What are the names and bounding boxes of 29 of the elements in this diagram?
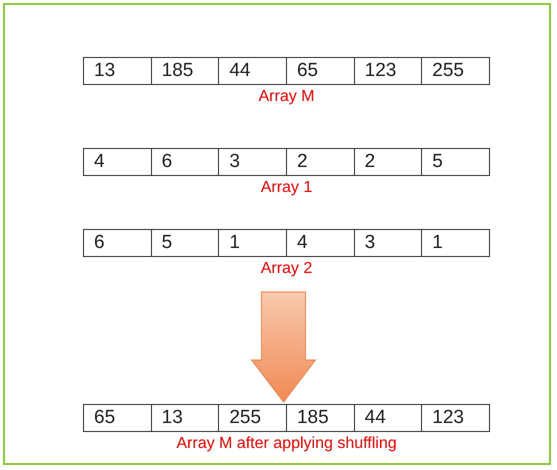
array-cell: 185 bbox=[151, 58, 219, 84]
array-cell: 13 bbox=[151, 404, 219, 432]
array-cell: 1 bbox=[422, 230, 490, 256]
array-cell: 185 bbox=[286, 404, 354, 432]
array-cell: 3 bbox=[354, 230, 422, 256]
array-cell: 6 bbox=[84, 230, 152, 256]
array-cell: 4 bbox=[84, 148, 152, 176]
array-cell: 5 bbox=[422, 148, 490, 176]
array-caption: Array 1 bbox=[260, 179, 312, 197]
array-cell: 255 bbox=[422, 58, 490, 84]
array-caption: Array 2 bbox=[260, 260, 312, 278]
array-caption: Array M bbox=[258, 88, 314, 106]
array-cell: 123 bbox=[422, 404, 490, 432]
array-caption: Array M after applying shuffling bbox=[176, 435, 397, 453]
array-cell: 255 bbox=[218, 404, 286, 432]
array-cell: 44 bbox=[354, 404, 422, 432]
array-cell: 2 bbox=[286, 148, 354, 176]
array-cell: 5 bbox=[151, 230, 219, 256]
array-cell: 65 bbox=[84, 404, 152, 432]
array-cell: 123 bbox=[354, 58, 422, 84]
array-cell: 44 bbox=[218, 58, 286, 84]
block-arrow bbox=[250, 292, 316, 403]
array-cell: 65 bbox=[286, 58, 354, 84]
array-cell: 3 bbox=[218, 148, 286, 176]
array-cell: 1 bbox=[218, 230, 286, 256]
array-cell: 4 bbox=[286, 230, 354, 256]
array-cell: 13 bbox=[84, 58, 152, 84]
array-cell: 6 bbox=[151, 148, 219, 176]
array-cell: 2 bbox=[354, 148, 422, 176]
